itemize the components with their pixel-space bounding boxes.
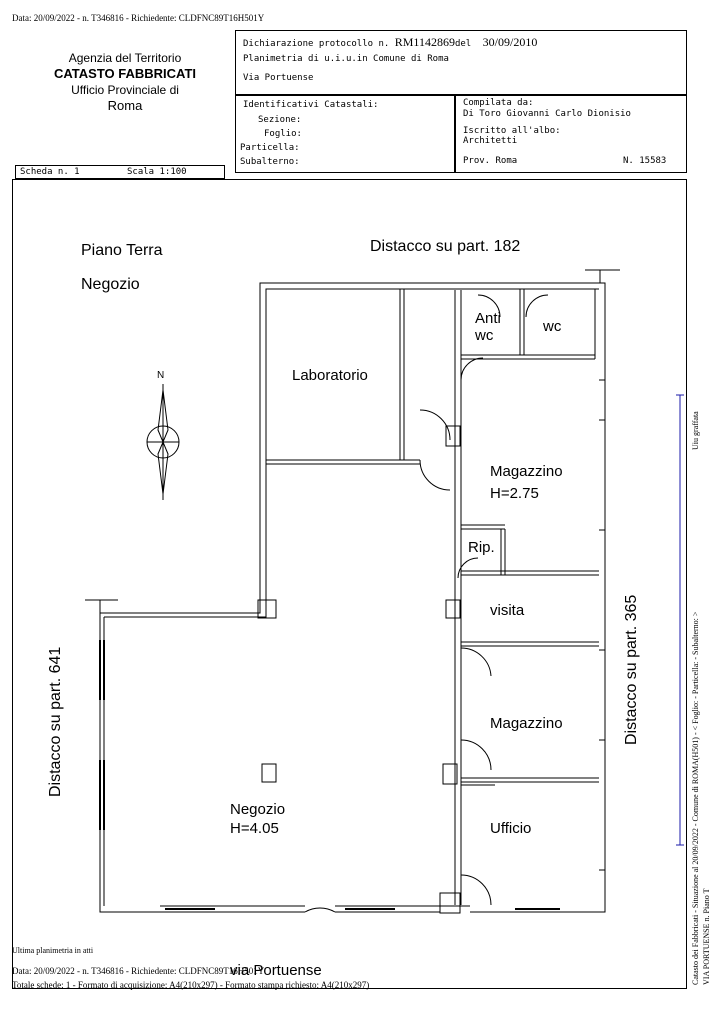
compiler-box	[455, 95, 687, 173]
scheda-box	[15, 165, 225, 179]
rip-walls	[461, 524, 506, 575]
left-windows	[99, 640, 105, 830]
room-laboratorio: Laboratorio	[292, 367, 368, 384]
pillar-4	[442, 763, 458, 785]
room-negozio: Negozio	[230, 801, 286, 818]
entrance-door-arc	[304, 907, 336, 913]
room-magazzino-2: Magazzino	[490, 715, 563, 732]
compiler-province: Prov. Roma	[463, 156, 518, 166]
identifier-subalterno: Subalterno:	[240, 157, 300, 167]
compiler-number: N. 15583	[623, 156, 667, 166]
top-post	[585, 269, 620, 283]
identifier-particella: Particella:	[240, 143, 300, 153]
room-wc: wc	[543, 318, 562, 335]
albo-value: Architetti	[463, 136, 518, 146]
identifiers-box	[235, 95, 455, 173]
room-visita: visita	[490, 602, 525, 619]
last-plan-note: Ultima planimetria in atti	[12, 946, 94, 955]
north-label: N	[157, 370, 165, 381]
outer-wall-outline	[100, 282, 606, 913]
outer-wall-inner	[104, 288, 599, 618]
wc-partition	[519, 289, 525, 355]
ufficio-door-arc	[460, 874, 492, 906]
visita-bottom-wall	[461, 641, 599, 647]
room-anti: Anti	[475, 310, 501, 327]
magazzino2-bottom-wall	[461, 777, 599, 783]
declaration-box	[235, 30, 687, 95]
footer-data-line: Data: 20/09/2022 - n. T346816 - Richiede…	[12, 966, 265, 976]
compiler-name: Di Toro Giovanni Carlo Dionisio	[463, 109, 631, 119]
distacco-right-label: Distacco su part. 365	[623, 594, 640, 745]
visita-door-arc	[460, 647, 492, 677]
side-dimension-line	[676, 394, 684, 846]
wc-door-arc	[525, 294, 549, 318]
identifier-foglio: Foglio:	[264, 129, 302, 139]
agency-office: Ufficio Provinciale di	[71, 83, 179, 97]
corridor-wall	[454, 290, 462, 905]
declaration-label: Dichiarazione protocollo n. RM1142869del…	[243, 35, 538, 49]
laboratorio-partition	[399, 289, 405, 460]
agency-block: Agenzia del Territorio CATASTO FABBRICAT…	[20, 50, 230, 114]
footer-totale-line: Totale schede: 1 - Formato di acquisizio…	[12, 980, 370, 990]
north-arrow-icon	[146, 384, 180, 500]
laboratorio-door-arc-2	[419, 409, 451, 441]
left-post	[85, 599, 118, 613]
floor-label: Piano Terra	[81, 242, 163, 259]
plan-frame	[12, 179, 687, 989]
magazzino2-door-arc	[460, 739, 492, 771]
visita-top-wall	[461, 570, 599, 576]
pillar-5	[261, 763, 277, 783]
agency-city: Roma	[107, 98, 143, 113]
wc-bottom-wall	[461, 354, 595, 360]
side-graffata-text: Uiu graffata	[691, 411, 700, 450]
laboratorio-door-arc	[419, 459, 451, 491]
room-anti-wc: wc	[475, 327, 494, 344]
rip-door-arc	[457, 557, 479, 579]
laboratorio-bottom-wall	[266, 459, 420, 465]
identifier-sezione: Sezione:	[258, 115, 302, 125]
agency-name: Agenzia del Territorio	[68, 51, 182, 65]
room-magazzino-1: Magazzino	[490, 463, 563, 480]
agency-catasto: CATASTO FABBRICATI	[53, 66, 197, 81]
side-situation-text: Catasto dei Fabbricati - Situazione al 2…	[691, 611, 700, 985]
anti-door-arc	[460, 357, 484, 381]
right-wall-marks	[599, 379, 605, 871]
pillar-2	[445, 425, 461, 447]
room-negozio-height: H=4.05	[230, 820, 279, 837]
street-label: via Portuense	[230, 962, 322, 979]
distacco-top-label: Distacco su part. 182	[370, 238, 521, 255]
header-request-line: Data: 20/09/2022 - n. T346816 - Richiede…	[12, 13, 265, 23]
facade-wall-1	[160, 905, 305, 913]
side-address-text: VIA PORTUENSE n. Piano T	[702, 888, 711, 986]
compiler-label: Compilata da:	[463, 98, 534, 108]
identifiers-title: Identificativi Catastali:	[243, 100, 379, 110]
left-wall-outline	[99, 613, 160, 913]
facade-wall-2	[335, 905, 440, 913]
anti-wc-door-arc	[477, 294, 501, 318]
scheda-scale: Scala 1:100	[127, 167, 187, 177]
pillar-1	[257, 599, 277, 619]
distacco-left-label: Distacco su part. 641	[47, 646, 64, 797]
pillar-6	[439, 892, 461, 914]
albo-label: Iscritto all'albo:	[463, 126, 561, 136]
unit-type-label: Negozio	[81, 276, 140, 293]
room-rip: Rip.	[468, 539, 495, 556]
pillar-3	[445, 599, 461, 619]
room-magazzino-1-height: H=2.75	[490, 485, 539, 502]
declaration-street: Via Portuense	[243, 73, 314, 83]
room-ufficio: Ufficio	[490, 820, 532, 837]
plan-description: Planimetria di u.i.u.in Comune di Roma	[243, 54, 449, 64]
scheda-number: Scheda n. 1	[20, 167, 80, 177]
